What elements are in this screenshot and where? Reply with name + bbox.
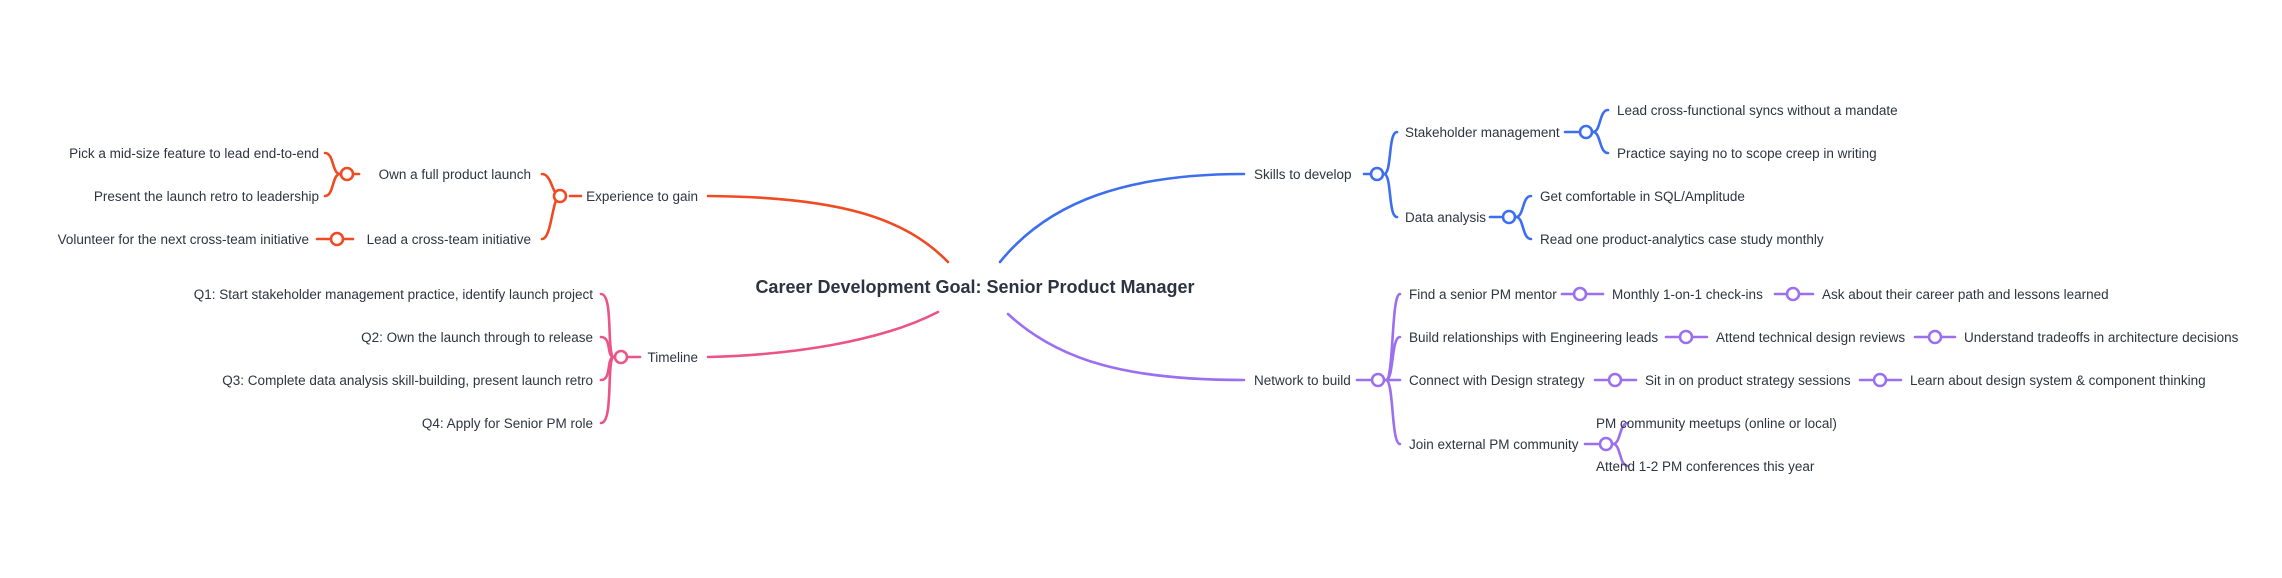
timeline-collapse-toggle[interactable] <box>613 349 629 365</box>
skills-collapse-toggle[interactable] <box>1369 166 1385 182</box>
engineering-collapse-toggle[interactable] <box>1678 329 1694 345</box>
skills-data-analysis[interactable]: Data analysis <box>1405 210 1486 225</box>
stakeholder-lead-syncs[interactable]: Lead cross-functional syncs without a ma… <box>1617 103 1898 118</box>
branch-network[interactable]: Network to build <box>1254 373 1351 388</box>
experience-connectors <box>315 151 583 241</box>
experience-initiative[interactable]: Lead a cross-team initiative <box>367 232 531 247</box>
mentor-collapse-toggle[interactable] <box>1572 286 1588 302</box>
network-collapse-toggle[interactable] <box>1370 372 1386 388</box>
connector-skills <box>998 172 1246 264</box>
design-strategy-collapse-toggle[interactable] <box>1607 372 1623 388</box>
mentor-career-path[interactable]: Ask about their career path and lessons … <box>1822 287 2109 302</box>
initiative-collapse-toggle[interactable] <box>329 231 345 247</box>
community-collapse-toggle[interactable] <box>1598 436 1614 452</box>
design-system-thinking[interactable]: Learn about design system & component th… <box>1910 373 2206 388</box>
branch-timeline[interactable]: Timeline <box>647 350 698 365</box>
timeline-q4[interactable]: Q4: Apply for Senior PM role <box>422 416 593 431</box>
community-meetups[interactable]: PM community meetups (online or local) <box>1596 416 1837 431</box>
design-reviews-collapse-toggle[interactable] <box>1927 329 1943 345</box>
design-strategy-sessions[interactable]: Sit in on product strategy sessions <box>1645 373 1851 388</box>
checkins-collapse-toggle[interactable] <box>1785 286 1801 302</box>
mentor-checkins[interactable]: Monthly 1-on-1 check-ins <box>1612 287 1763 302</box>
data-analysis-collapse-toggle[interactable] <box>1501 209 1517 225</box>
connector-experience <box>706 194 950 264</box>
initiative-volunteer[interactable]: Volunteer for the next cross-team initia… <box>58 232 309 247</box>
strategy-sessions-collapse-toggle[interactable] <box>1872 372 1888 388</box>
launch-present-retro[interactable]: Present the launch retro to leadership <box>94 189 319 204</box>
timeline-q2[interactable]: Q2: Own the launch through to release <box>361 330 593 345</box>
network-connectors <box>1355 292 1957 468</box>
timeline-q3[interactable]: Q3: Complete data analysis skill-buildin… <box>222 373 593 388</box>
network-external-community[interactable]: Join external PM community <box>1409 437 1579 452</box>
experience-collapse-toggle[interactable] <box>552 188 568 204</box>
data-analysis-case-study[interactable]: Read one product-analytics case study mo… <box>1540 232 1824 247</box>
launch-pick-feature[interactable]: Pick a mid-size feature to lead end-to-e… <box>69 146 319 161</box>
stakeholder-say-no[interactable]: Practice saying no to scope creep in wri… <box>1617 146 1877 161</box>
branch-skills[interactable]: Skills to develop <box>1254 167 1352 182</box>
engineering-design-reviews[interactable]: Attend technical design reviews <box>1716 330 1905 345</box>
connector-timeline <box>706 310 940 359</box>
branch-experience[interactable]: Experience to gain <box>586 189 698 204</box>
network-engineering[interactable]: Build relationships with Engineering lea… <box>1409 330 1658 345</box>
connector-network <box>1006 312 1246 382</box>
network-mentor[interactable]: Find a senior PM mentor <box>1409 287 1557 302</box>
experience-launch[interactable]: Own a full product launch <box>379 167 531 182</box>
engineering-tradeoffs[interactable]: Understand tradeoffs in architecture dec… <box>1964 330 2239 345</box>
central-topic[interactable]: Career Development Goal: Senior Product … <box>755 277 1194 297</box>
timeline-connectors <box>599 292 642 425</box>
network-design-strategy[interactable]: Connect with Design strategy <box>1409 373 1585 388</box>
skills-connectors <box>1362 108 1610 241</box>
timeline-q1[interactable]: Q1: Start stakeholder management practic… <box>194 287 593 302</box>
data-analysis-sql[interactable]: Get comfortable in SQL/Amplitude <box>1540 189 1745 204</box>
community-conferences[interactable]: Attend 1-2 PM conferences this year <box>1596 459 1815 474</box>
stakeholder-collapse-toggle[interactable] <box>1578 124 1594 140</box>
skills-stakeholder[interactable]: Stakeholder management <box>1405 125 1560 140</box>
launch-collapse-toggle[interactable] <box>339 166 355 182</box>
